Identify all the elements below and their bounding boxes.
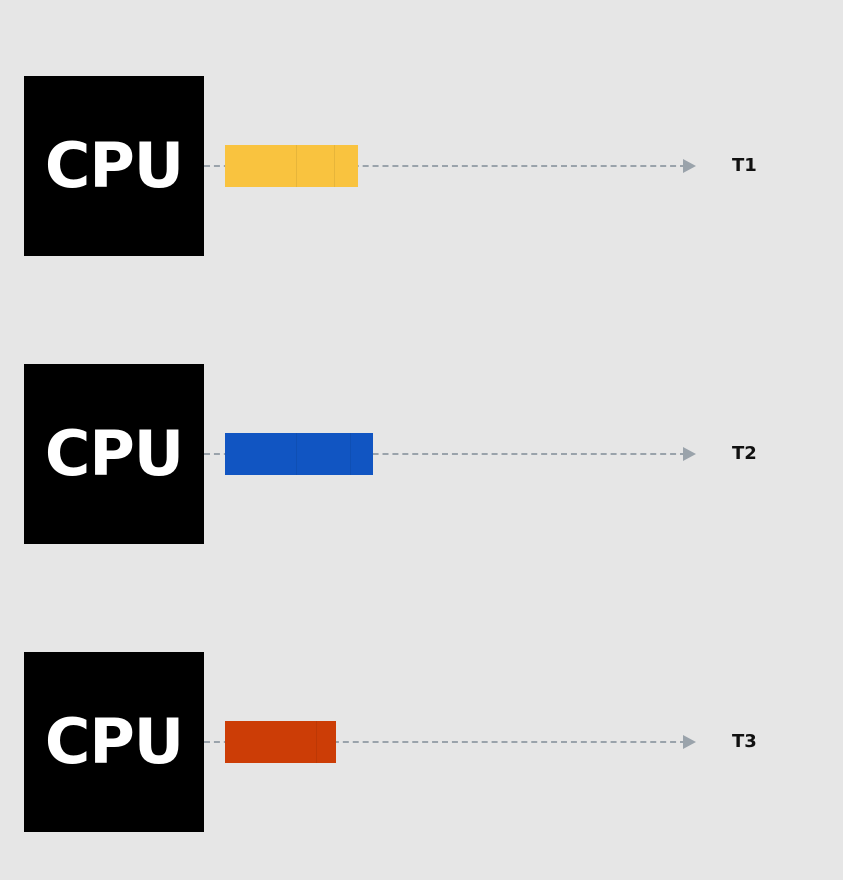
cpu-label: CPU — [44, 129, 184, 202]
task-segment — [296, 433, 350, 475]
cpu-block: CPU — [24, 76, 204, 256]
task-segment — [225, 145, 296, 187]
task-segment — [296, 145, 334, 187]
task-bar — [225, 433, 373, 475]
cpu-label: CPU — [44, 417, 184, 490]
dashed-connector — [204, 165, 686, 167]
thread-label: T3 — [732, 731, 757, 752]
task-segment — [225, 433, 296, 475]
task-segment — [316, 721, 336, 763]
cpu-lane-1: CPU T1 — [0, 76, 843, 256]
cpu-lane-2: CPU T2 — [0, 364, 843, 544]
arrow-right-icon — [683, 735, 696, 749]
cpu-block: CPU — [24, 364, 204, 544]
cpu-lane-3: CPU T3 — [0, 652, 843, 832]
thread-label: T1 — [732, 155, 757, 176]
task-segment — [334, 145, 358, 187]
dashed-connector — [204, 453, 686, 455]
arrow-right-icon — [683, 447, 696, 461]
cpu-label: CPU — [44, 705, 184, 778]
task-segment — [350, 433, 373, 475]
task-bar — [225, 145, 358, 187]
thread-label: T2 — [732, 443, 757, 464]
task-segment — [225, 721, 316, 763]
dashed-connector — [204, 741, 686, 743]
arrow-right-icon — [683, 159, 696, 173]
task-bar — [225, 721, 336, 763]
cpu-block: CPU — [24, 652, 204, 832]
